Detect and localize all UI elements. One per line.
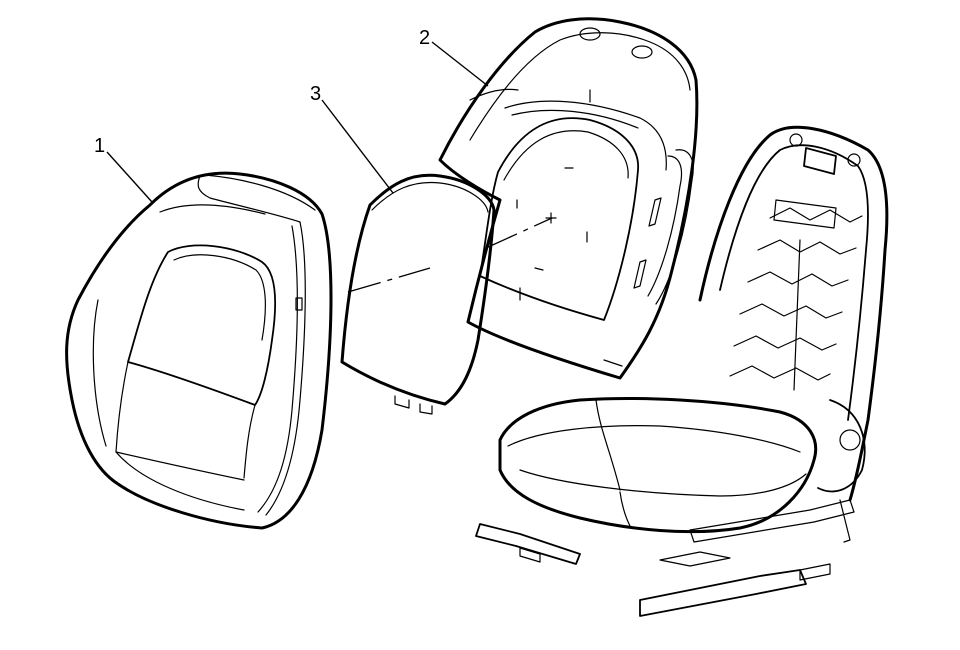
seat-assembly [475,125,889,617]
seat-back-cover [65,171,333,530]
leader-1 [106,151,153,203]
leader-2 [431,41,489,87]
center-mark [545,212,557,224]
callout-2: 2 [419,27,430,49]
leader-3 [321,99,394,194]
seat-back-frame-foam [438,17,699,380]
callout-leaders [106,41,489,203]
callout-3: 3 [310,83,321,105]
alignment-centerlines [347,212,557,293]
seat-back-pad [340,173,496,415]
callout-1: 1 [94,135,105,157]
